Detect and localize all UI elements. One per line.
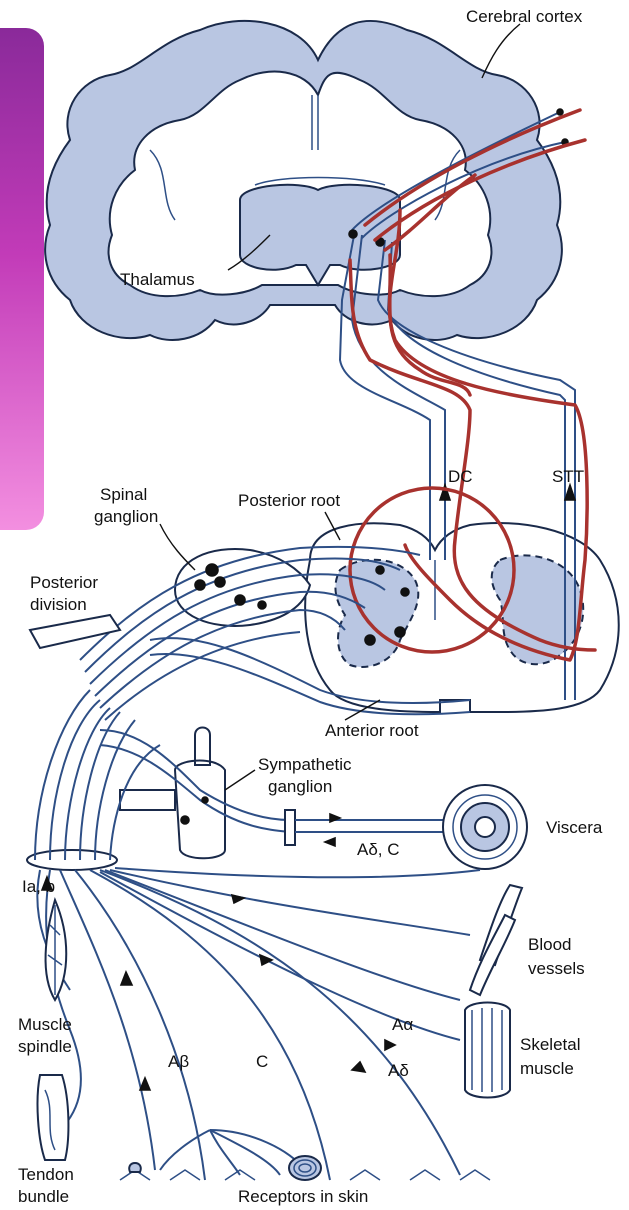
nerve-bundle-cut: [27, 850, 117, 870]
muscle-spindle-shape: [46, 900, 67, 1000]
pacinian-corpuscle: [129, 1163, 141, 1172]
label-sympathetic-ganglion-line2: ganglion: [268, 777, 332, 796]
label-muscle-spindle-line2: spindle: [18, 1037, 72, 1056]
label-a-delta-c: Aδ, C: [357, 840, 400, 859]
label-tendon-bundle-line1: Tendon: [18, 1165, 74, 1184]
label-dc: DC: [448, 467, 473, 486]
label-posterior-division-line2: division: [30, 595, 87, 614]
label-skeletal-muscle-line2: muscle: [520, 1059, 574, 1078]
label-cerebral-cortex: Cerebral cortex: [466, 7, 583, 26]
sympathetic-and-viscera: [100, 728, 527, 870]
label-ia-b: Ia, b: [22, 877, 55, 896]
label-a-delta: Aδ: [388, 1061, 409, 1080]
label-blood-vessels-line1: Blood: [528, 935, 571, 954]
sympathetic-ganglion-shape: [175, 728, 225, 859]
label-viscera: Viscera: [546, 818, 603, 837]
peripheral-nerves: [27, 690, 480, 1180]
label-sympathetic-ganglion-line1: Sympathetic: [258, 755, 352, 774]
label-posterior-division-line1: Posterior: [30, 573, 98, 592]
label-stt: STT: [552, 467, 584, 486]
label-muscle-spindle-line1: Muscle: [18, 1015, 72, 1034]
label-anterior-root: Anterior root: [325, 721, 419, 740]
label-thalamus: Thalamus: [120, 270, 195, 289]
brain-section: [45, 21, 562, 340]
label-receptors-in-skin: Receptors in skin: [238, 1187, 368, 1206]
label-tendon-bundle-line2: bundle: [18, 1187, 69, 1206]
label-posterior-root: Posterior root: [238, 491, 340, 510]
label-blood-vessels-line2: vessels: [528, 959, 585, 978]
label-a-alpha: Aα: [392, 1015, 413, 1034]
target-organs: [38, 885, 522, 1160]
label-skeletal-muscle-line1: Skeletal: [520, 1035, 580, 1054]
skin-receptors: [120, 1130, 490, 1180]
posterior-division-shape: [30, 615, 120, 648]
label-c-fiber: C: [256, 1052, 268, 1071]
label-a-beta: Aβ: [168, 1052, 189, 1071]
label-spinal-ganglion-line1: Spinal: [100, 485, 147, 504]
label-spinal-ganglion-line2: ganglion: [94, 507, 158, 526]
